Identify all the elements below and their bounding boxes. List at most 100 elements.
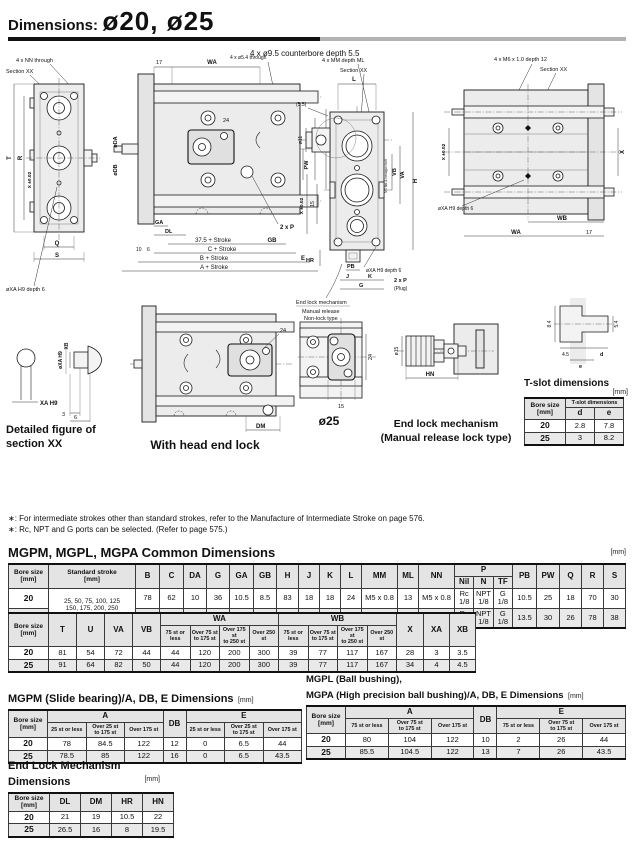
common-dimensions-section-2: Bore size [mm] T U VA VB WA WB X XA XB 7… <box>8 612 476 674</box>
dim-label: X ±0.02 <box>27 171 33 188</box>
dim-label: øXA H9 depth 6 <box>366 268 402 274</box>
table-title: Dimensions <box>8 776 71 788</box>
dim-label: VA <box>400 171 406 178</box>
dim-label: C + Stroke <box>208 247 237 253</box>
cell: 78 <box>135 587 160 609</box>
col-header: Over 175 st <box>124 721 164 739</box>
col-header: U <box>76 612 105 648</box>
col-header: DM <box>80 792 112 812</box>
dim-label: K <box>368 274 372 280</box>
dim-label: 37.5 + Stroke <box>195 238 232 244</box>
cell: 72 <box>104 646 133 660</box>
end-lock-dimensions-table: Bore size [mm] DL DM HR HN 20 21 19 10.5… <box>8 792 174 838</box>
dim-label: øXA H9 depth 6 <box>6 287 45 293</box>
bore-cell: 20 <box>306 733 346 747</box>
cell: 16 <box>80 823 112 838</box>
col-header: K <box>319 563 341 589</box>
dim-label: 4 x NN through <box>16 58 53 64</box>
cell: 77 <box>307 646 338 660</box>
col-header: Over 175 st <box>430 717 475 735</box>
dim-label: PB <box>347 264 355 270</box>
cell: M5 x 0.8 <box>418 587 455 609</box>
front-view-drawing: 4 x NN through Section XX T R X ±0. <box>6 58 100 293</box>
cell: 3 <box>565 431 595 446</box>
cell: 167 <box>366 658 397 673</box>
col-header: Over 175 st <box>582 717 626 735</box>
dim-label: ø15 <box>394 346 400 355</box>
dim-label: 4 x M6 x 1.0 depth 12 <box>494 57 547 63</box>
col-header: Over 25 st to 175 st <box>224 721 264 739</box>
cell: 44 <box>132 646 161 660</box>
cell: 26 <box>539 733 584 747</box>
bore-cell: 25 <box>524 431 566 446</box>
col-header: R <box>581 563 604 589</box>
cell: 4.5 <box>449 658 476 673</box>
dim-label: GB <box>268 238 278 244</box>
dim-label: (Plug) <box>394 286 408 292</box>
cell: 10.5 <box>111 810 143 825</box>
col-header: Over 75 st to 175 st <box>189 624 220 648</box>
col-header: VA <box>104 612 133 648</box>
dim-label: 4.5 <box>562 352 569 358</box>
col-header: E <box>496 705 626 719</box>
t-slot-dimensions-block: T-slot dimensions [mm] Bore size [mm] T-… <box>524 378 628 447</box>
cell: 7 <box>496 745 541 760</box>
end-lock-dimensions-section: End Lock Mechanism Dimensions[mm] Bore s… <box>8 760 174 838</box>
dim-label: Section XX <box>340 68 368 74</box>
cell: 26.5 <box>49 823 81 838</box>
dim-label: 6 <box>74 415 77 421</box>
dim-label: 24 <box>368 354 374 360</box>
unit-label: [mm] <box>612 389 628 396</box>
dim-label: øDA <box>113 136 119 147</box>
col-header: DB <box>473 705 498 735</box>
dim-label: R <box>18 155 24 160</box>
col-header: WA <box>160 612 279 626</box>
cell: 64 <box>76 658 105 673</box>
dim-label: HR <box>306 258 314 264</box>
cell: 30 <box>536 607 560 629</box>
col-header: Bore size [mm] <box>306 705 346 735</box>
cell: 78 <box>47 737 87 751</box>
table-row: 25 26.5 16 8 19.5 <box>8 823 174 838</box>
col-header: 25 st or less <box>47 721 87 739</box>
dim-label: E <box>301 256 305 262</box>
cell: 117 <box>337 646 368 660</box>
dim-label: X ±0.02 <box>299 197 305 214</box>
cell: 13.5 <box>512 607 537 629</box>
col-header: Bore size [mm] <box>8 709 48 739</box>
cell: 122 <box>430 745 475 760</box>
t-slot-table: Bore size [mm] T-slot dimensions d e 20 … <box>524 397 624 447</box>
dim-label: 10 <box>136 247 142 253</box>
dim-label: Section XX <box>6 69 34 75</box>
dim-label: 24 <box>280 328 286 334</box>
bore-cell: 20 <box>8 587 49 609</box>
cell: 104 <box>387 733 432 747</box>
cell: 300 <box>248 646 279 660</box>
end-lock-mechanism-drawing: ø15 HN <box>394 323 499 380</box>
col-header: B <box>135 563 160 589</box>
col-header: X <box>396 612 424 648</box>
end-lock-note: Non-lock type <box>304 316 338 322</box>
footnotes: ∗: For intermediate strokes other than s… <box>8 514 628 536</box>
table-title: MGPM (Slide bearing)/A, DB, E Dimensions <box>8 693 234 705</box>
cell: 200 <box>219 646 250 660</box>
cell: 12 <box>162 737 187 751</box>
head-end-lock-drawing: 24 DM <box>130 305 295 432</box>
col-header: Nil <box>453 575 475 589</box>
col-header: E <box>185 709 302 723</box>
footnote: ∗: Rc, NPT and G ports can be selected. … <box>8 524 228 534</box>
col-header: A <box>344 705 475 719</box>
dim-label: HN <box>426 372 435 378</box>
col-header: Bore size [mm] <box>524 397 566 420</box>
cell: 38 <box>603 607 626 629</box>
cell: 83 <box>276 587 299 609</box>
cell: 122 <box>124 749 164 764</box>
technical-drawings: 4 x NN through Section XX T R X ±0. <box>0 49 634 512</box>
dim-label: M5 flat & hexagon bolt <box>384 159 388 193</box>
col-header: 75 st or less <box>278 624 309 648</box>
col-header: VB <box>132 612 161 648</box>
mgpl-mgpa-section: MGPL (Ball bushing), MGPA (High precisio… <box>306 674 628 761</box>
dim-label: GA <box>155 220 163 226</box>
dim-label: X <box>620 150 626 154</box>
cell: 78 <box>581 607 604 629</box>
